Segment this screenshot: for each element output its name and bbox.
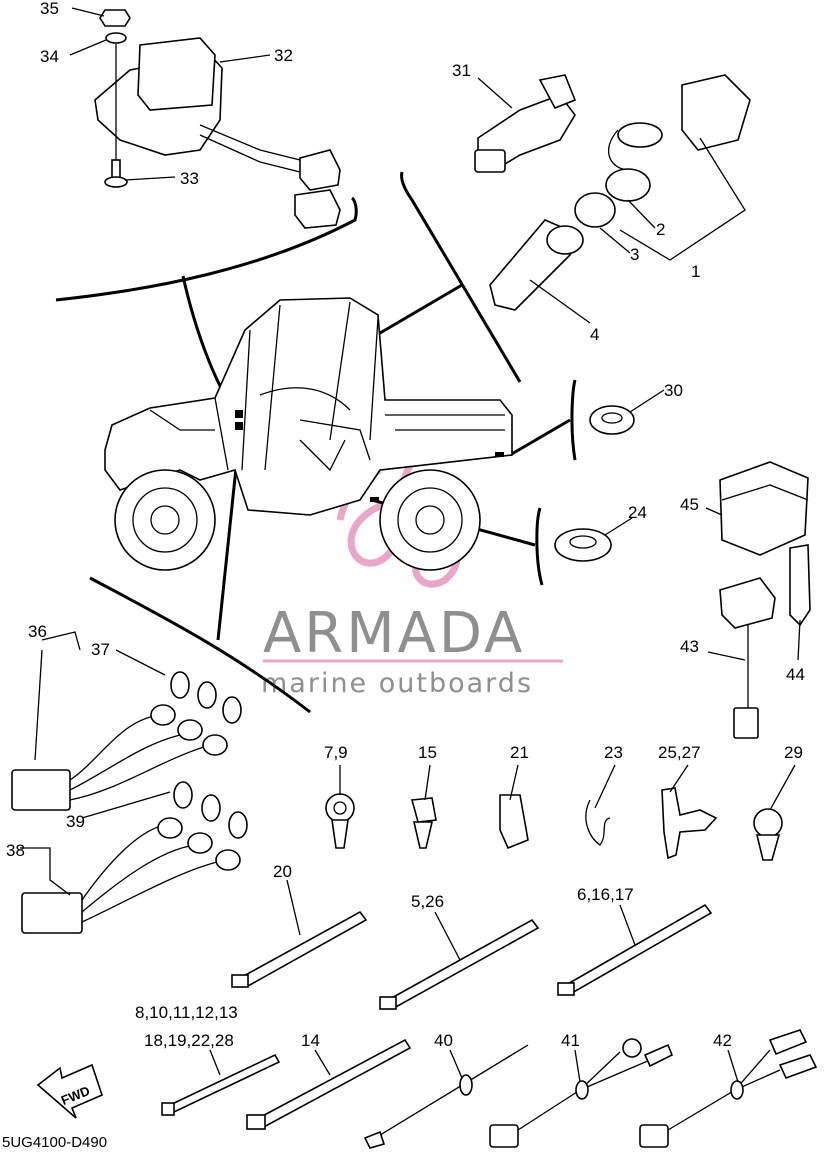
callout-8-13: 8,10,11,12,13 xyxy=(135,1003,238,1022)
callout-20: 20 xyxy=(273,862,292,881)
callout-37: 37 xyxy=(91,640,110,659)
callout-38: 38 xyxy=(6,841,25,860)
watermark-tagline: marine outboards xyxy=(261,668,533,699)
callout-43: 43 xyxy=(680,637,699,656)
callout-30: 30 xyxy=(664,381,683,400)
leads xyxy=(363,1029,818,1149)
callout-32: 32 xyxy=(274,46,293,65)
callout-1: 1 xyxy=(691,262,700,281)
callout-23: 23 xyxy=(604,743,623,762)
callout-4: 4 xyxy=(590,325,599,344)
callout-40: 40 xyxy=(434,1031,453,1050)
callout-31: 31 xyxy=(452,61,471,80)
callout-29: 29 xyxy=(784,743,803,762)
callout-45: 45 xyxy=(680,495,699,514)
callout-36: 36 xyxy=(28,622,47,641)
fwd-arrow-icon: FWD xyxy=(36,1063,103,1119)
callout-34: 34 xyxy=(40,47,59,66)
callout-42: 42 xyxy=(713,1031,732,1050)
callout-18-28: 18,19,22,28 xyxy=(144,1031,234,1050)
callout-7-9: 7,9 xyxy=(324,743,348,762)
callout-leaders xyxy=(20,7,801,1083)
clips-row xyxy=(325,787,783,861)
cable-ties xyxy=(161,903,713,1130)
grommets xyxy=(554,405,635,562)
relay-assembly xyxy=(94,9,341,229)
callout-3: 3 xyxy=(630,245,639,264)
callout-2: 2 xyxy=(656,220,665,239)
callout-5-26: 5,26 xyxy=(411,892,444,911)
callout-35: 35 xyxy=(40,0,59,18)
callout-25-27: 25,27 xyxy=(658,743,701,762)
callout-33: 33 xyxy=(180,169,199,188)
front-wheel xyxy=(114,469,216,571)
harness-38-39 xyxy=(21,781,248,934)
harness-36-37 xyxy=(11,671,242,811)
callout-41: 41 xyxy=(561,1031,580,1050)
rear-wheel xyxy=(379,469,481,571)
callout-39: 39 xyxy=(66,812,85,831)
callout-24: 24 xyxy=(628,503,647,522)
diagram-reference-code: 5UG4100-D490 xyxy=(2,1134,107,1151)
utv-vehicle xyxy=(104,297,513,571)
relay-and-lead xyxy=(719,461,811,739)
callout-14: 14 xyxy=(301,1031,320,1050)
callout-44: 44 xyxy=(786,665,805,684)
callout-6-16-17: 6,16,17 xyxy=(577,885,634,904)
callout-15: 15 xyxy=(418,743,437,762)
callout-labels: 35 34 32 33 31 2 3 1 4 30 24 45 43 44 36… xyxy=(6,0,805,1050)
callout-21: 21 xyxy=(510,743,529,762)
socket-parts xyxy=(474,74,751,311)
watermark-brand: ARMADA xyxy=(263,601,525,666)
